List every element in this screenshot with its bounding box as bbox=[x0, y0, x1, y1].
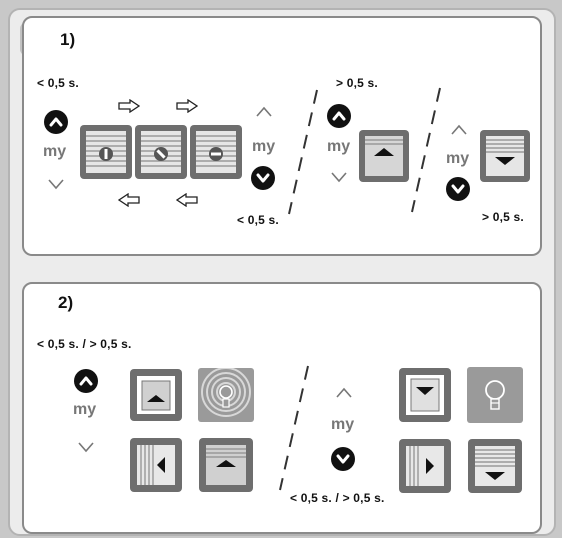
up-button-chevron-icon[interactable] bbox=[334, 387, 354, 399]
my-button[interactable]: my bbox=[43, 143, 67, 160]
blind-down-icon bbox=[468, 439, 522, 493]
down-button-chevron-icon[interactable] bbox=[46, 178, 66, 190]
step1-layer: 1) < 0,5 s. > 0,5 s. < 0,5 s. > 0,5 s. m… bbox=[37, 30, 530, 227]
screen-up-icon bbox=[130, 369, 182, 421]
step1-long-press-label: > 0,5 s. bbox=[336, 76, 378, 90]
chevron-down-icon bbox=[451, 184, 465, 194]
light-dimming-icon bbox=[198, 368, 254, 422]
step2-press-bottom-label: < 0,5 s. / > 0,5 s. bbox=[290, 491, 385, 505]
down-button[interactable] bbox=[331, 447, 355, 471]
chevron-up-icon bbox=[332, 111, 346, 121]
down-button-chevron-icon[interactable] bbox=[76, 441, 96, 453]
step1-title: 1) bbox=[60, 30, 76, 49]
vertical-blind-right-icon bbox=[399, 439, 451, 493]
arrow-right-icon bbox=[176, 99, 198, 113]
step1-short-press-bottom-label: < 0,5 s. bbox=[237, 213, 279, 227]
up-button[interactable] bbox=[44, 110, 68, 134]
vertical-blind-left-icon bbox=[130, 438, 182, 492]
my-button[interactable]: my bbox=[446, 150, 470, 167]
down-button[interactable] bbox=[446, 177, 470, 201]
screen-down-icon bbox=[399, 368, 451, 422]
blind-down-icon bbox=[480, 130, 530, 182]
tilt-positions-icon bbox=[80, 125, 242, 179]
arrow-left-icon bbox=[176, 193, 198, 207]
up-button-chevron-icon[interactable] bbox=[254, 106, 274, 118]
my-button[interactable]: my bbox=[252, 138, 276, 155]
chevron-up-icon bbox=[49, 117, 63, 127]
step2-press-label: < 0,5 s. / > 0,5 s. bbox=[37, 337, 132, 351]
step2-panel bbox=[22, 282, 542, 534]
my-button[interactable]: my bbox=[331, 416, 355, 433]
divider-line bbox=[411, 87, 441, 213]
step1-short-press-label: < 0,5 s. bbox=[37, 76, 79, 90]
light-off-icon bbox=[467, 367, 523, 423]
divider-line bbox=[279, 365, 309, 491]
step2-layer: 2) < 0,5 s. / > 0,5 s. < 0,5 s. / > 0,5 … bbox=[0, 270, 562, 538]
chevron-up-icon bbox=[79, 376, 93, 386]
arrow-right-icon bbox=[118, 99, 140, 113]
chevron-down-icon bbox=[256, 173, 270, 183]
up-button[interactable] bbox=[74, 369, 98, 393]
blind-up-icon bbox=[359, 130, 409, 182]
arrow-left-icon bbox=[118, 193, 140, 207]
my-button[interactable]: my bbox=[327, 138, 351, 155]
divider-line bbox=[288, 89, 318, 215]
my-button[interactable]: my bbox=[73, 401, 97, 418]
down-button[interactable] bbox=[251, 166, 275, 190]
chevron-down-icon bbox=[336, 454, 350, 464]
step1-long-press-bottom-label: > 0,5 s. bbox=[482, 210, 524, 224]
up-button[interactable] bbox=[327, 104, 351, 128]
blind-up-icon bbox=[199, 438, 253, 492]
step2-title: 2) bbox=[58, 293, 74, 312]
up-button-chevron-icon[interactable] bbox=[449, 124, 469, 136]
down-button-chevron-icon[interactable] bbox=[329, 171, 349, 183]
